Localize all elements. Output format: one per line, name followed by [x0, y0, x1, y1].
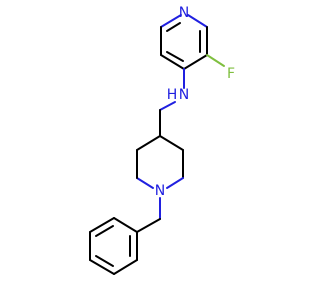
bond-pyridine-c4-c3-inner [166, 51, 184, 62]
bond-pyridine-c4-c3 [160, 54, 185, 70]
bond-ch2-benzene [136, 218, 161, 233]
bond-pyridine-c2-n-inner [166, 22, 181, 32]
atom-piperidine-n: N [155, 183, 165, 199]
bond-pip-c5-c4 [136, 135, 161, 151]
bond-benz-c3-c4 [89, 259, 115, 275]
atom-pyridine-n: N [179, 5, 189, 21]
bond-layer [89, 14, 225, 275]
bond-c5-f [206, 54, 225, 67]
atom-label-amine-h: H [167, 87, 178, 103]
atom-amine-nh: N H [167, 87, 190, 103]
bond-benz-c6-c1 [113, 217, 138, 233]
atom-label-amine-n: N [179, 87, 189, 103]
bond-benz-c3-c4-inner [95, 255, 114, 267]
bond-pip-n-c6 [136, 177, 154, 189]
bond-benz-c2-c3 [113, 259, 138, 275]
bond-benz-c5-c6-inner [95, 225, 114, 237]
atom-label-fluorine: F [227, 66, 235, 82]
bond-pyridine-n-c2 [160, 14, 182, 28]
atom-fluorine: F [227, 66, 235, 82]
structure-canvas: N F N H N [89, 5, 235, 275]
bond-pip-c4-c3 [159, 135, 184, 151]
bond-nh-ch2 [159, 101, 176, 111]
bond-pyridine-c5-c4 [183, 54, 208, 70]
bond-pip-c2-n [166, 177, 184, 189]
bond-benz-c5-c6 [89, 217, 115, 233]
bond-pyridine-n-c6 [187, 14, 208, 28]
atom-label-pyridine-n: N [179, 5, 189, 21]
atom-layer: N F N H N [155, 5, 235, 199]
atom-label-piperidine-n: N [155, 183, 165, 199]
